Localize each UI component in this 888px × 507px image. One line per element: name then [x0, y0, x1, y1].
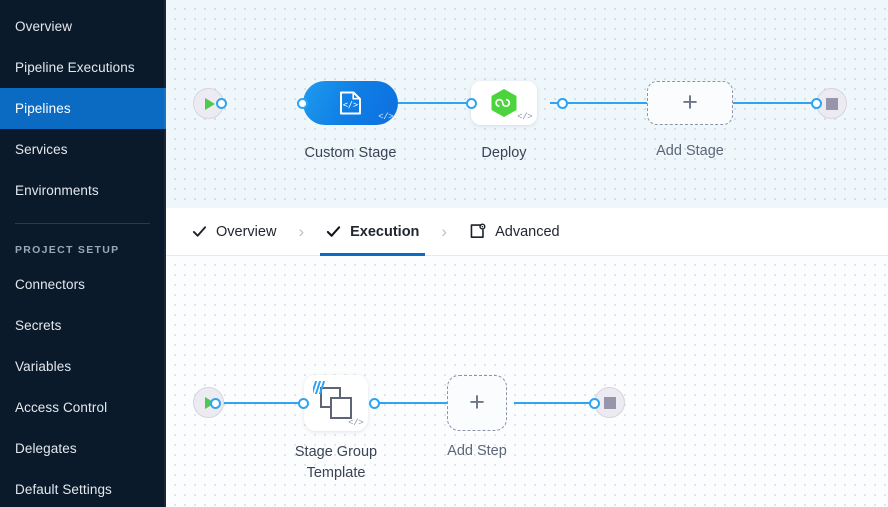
sidebar-item-delegates[interactable]: Delegates	[0, 428, 166, 469]
stage-add-stage-button[interactable]: +	[647, 81, 733, 125]
stage-port-end-in[interactable]	[811, 98, 822, 109]
sidebar-item-label: Delegates	[15, 441, 77, 456]
sidebar-item-label: Variables	[15, 359, 72, 374]
tab-bar: Overview › Execution › Advanced	[166, 208, 888, 256]
sidebar-section-label: PROJECT SETUP	[15, 244, 120, 256]
sidebar-item-connectors[interactable]: Connectors	[0, 264, 166, 305]
step-node-stage-group-template[interactable]: </>	[304, 375, 368, 431]
tab-overview[interactable]: Overview	[186, 208, 282, 256]
stage-edge-start-to-custom	[384, 102, 480, 104]
deploy-yaml-badge: </>	[517, 112, 532, 122]
stage-node-custom-stage[interactable]: </> </>	[303, 81, 398, 125]
tab-advanced[interactable]: Advanced	[463, 208, 566, 256]
step-edge-add-to-end	[514, 402, 614, 404]
stage-port-custom-in[interactable]	[297, 98, 308, 109]
plus-icon: +	[682, 86, 698, 117]
step-start-node[interactable]	[193, 387, 224, 418]
stage-node-deploy[interactable]: </>	[471, 81, 537, 125]
step-add-step-label: Add Step	[447, 443, 507, 459]
step-canvas[interactable]: </> Stage Group Template + Add Step	[166, 256, 888, 507]
step-edge-template-to-add	[376, 402, 468, 404]
step-port-template-out[interactable]	[369, 398, 380, 409]
step-edge-start-to-template	[216, 402, 312, 404]
sidebar-item-variables[interactable]: Variables	[0, 346, 166, 387]
tab-advanced-label: Advanced	[495, 223, 560, 240]
sidebar-item-access-control[interactable]: Access Control	[0, 387, 166, 428]
sidebar-item-overview[interactable]: Overview	[0, 6, 166, 47]
main-content: </> </> Custom Stage </> Deploy + Add St…	[166, 0, 888, 507]
stage-group-template-icon	[320, 387, 352, 419]
advanced-card-gear-icon	[470, 223, 486, 238]
step-port-end-in[interactable]	[589, 398, 600, 409]
stage-group-template-yaml-badge: </>	[348, 418, 363, 428]
sidebar-item-label: Pipelines	[15, 101, 71, 116]
tab-separator-1: ›	[298, 221, 305, 241]
sidebar: Overview Pipeline Executions Pipelines S…	[0, 0, 166, 507]
step-add-step-button[interactable]: +	[447, 375, 507, 431]
stage-port-start-out[interactable]	[216, 98, 227, 109]
sidebar-right-edge	[164, 0, 166, 507]
sidebar-item-label: Secrets	[15, 318, 62, 333]
sidebar-item-label: Pipeline Executions	[15, 60, 135, 75]
check-icon	[192, 226, 207, 237]
sidebar-item-label: Services	[15, 142, 68, 157]
step-end-node[interactable]	[594, 387, 625, 418]
stage-port-custom-out[interactable]	[466, 98, 477, 109]
check-icon	[326, 226, 341, 237]
stop-icon	[603, 396, 616, 409]
step-node-stage-group-template-label: Stage Group Template	[294, 444, 378, 481]
sidebar-item-environments[interactable]: Environments	[0, 170, 166, 211]
tab-overview-label: Overview	[216, 223, 277, 240]
stop-icon	[825, 97, 838, 110]
stage-add-stage-label: Add Stage	[656, 143, 724, 159]
step-port-template-in[interactable]	[298, 398, 309, 409]
sidebar-item-services[interactable]: Services	[0, 129, 166, 170]
sidebar-item-label: Default Settings	[15, 482, 112, 497]
template-marker-icon	[313, 381, 325, 394]
sidebar-item-default-settings[interactable]: Default Settings	[0, 469, 166, 507]
tab-execution-label: Execution	[350, 223, 420, 240]
stage-port-deploy-out[interactable]	[557, 98, 568, 109]
sidebar-item-label: Environments	[15, 183, 99, 198]
stage-edge-deploy-to-add	[722, 102, 840, 104]
play-icon	[205, 97, 215, 110]
sidebar-item-pipelines[interactable]: Pipelines	[0, 88, 166, 129]
sidebar-item-secrets[interactable]: Secrets	[0, 305, 166, 346]
step-port-start-out[interactable]	[210, 398, 221, 409]
sidebar-divider	[15, 223, 150, 224]
sidebar-item-label: Access Control	[15, 400, 108, 415]
stage-edge-custom-to-deploy	[550, 102, 656, 104]
stage-node-deploy-label: Deploy	[481, 145, 527, 161]
stage-node-custom-stage-label: Custom Stage	[304, 145, 397, 161]
tab-execution[interactable]: Execution	[320, 208, 426, 256]
sidebar-item-label: Connectors	[15, 277, 86, 292]
stage-canvas[interactable]: </> </> Custom Stage </> Deploy + Add St…	[166, 0, 888, 208]
svg-text:</>: </>	[343, 101, 358, 111]
sidebar-item-pipeline-executions[interactable]: Pipeline Executions	[0, 47, 166, 88]
sidebar-item-label: Overview	[15, 19, 73, 34]
custom-stage-yaml-badge: </>	[378, 112, 393, 122]
plus-icon: +	[469, 386, 485, 417]
tab-separator-2: ›	[441, 221, 448, 241]
deploy-hexagon-infinity-icon	[491, 89, 517, 117]
custom-stage-code-icon: </>	[340, 91, 361, 115]
